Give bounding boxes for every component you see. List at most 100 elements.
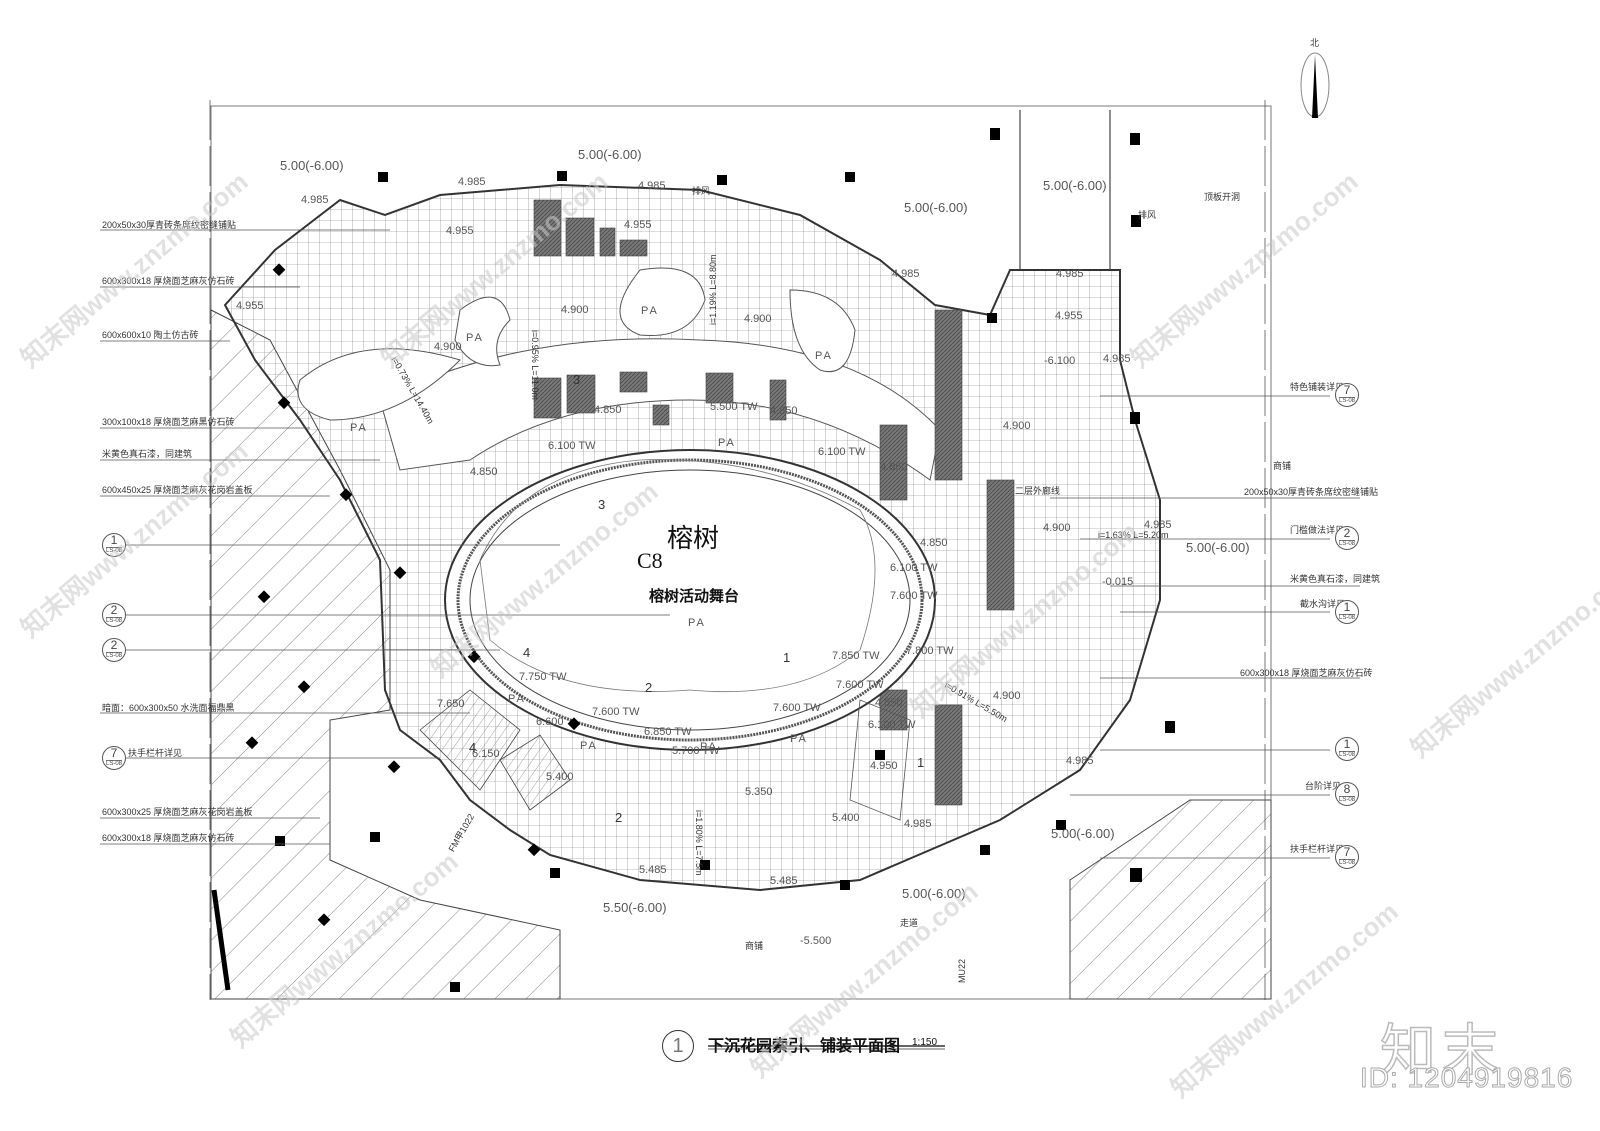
elevation-label: 7.800 TW — [906, 645, 954, 657]
elevation-label: 7.600 TW — [836, 679, 884, 691]
elevation-label: 4.850 — [920, 537, 948, 549]
pa-label: PA — [815, 350, 833, 362]
elevation-label: 4.850 — [875, 697, 903, 709]
brand-id: ID: 1204919816 — [1359, 1062, 1574, 1094]
elevation-label: 4.955 — [446, 225, 474, 237]
elevation-label: 4.900 — [1043, 522, 1071, 534]
zone-code: C8 — [637, 548, 663, 573]
room-label: 排风 — [1138, 210, 1157, 220]
section-mark[interactable]: 1 — [783, 650, 791, 665]
section-mark[interactable]: 2 — [615, 810, 623, 825]
material-callout: 200x50x30厚青砖条席纹密缝铺贴 — [1244, 487, 1379, 497]
elevation-label: 4.850 — [594, 404, 622, 416]
material-callout: 暗面：600x300x50 水洗面福鼎黑 — [102, 703, 235, 713]
elevation-label: 4.985 — [1144, 519, 1172, 531]
pa-label: PA — [718, 437, 736, 449]
material-callout: 600x300x18 厚烧面芝麻灰仿石砖 — [102, 833, 235, 843]
detail-callout: 台阶详见 — [1305, 781, 1342, 791]
elevation-label: 4.985 — [638, 180, 666, 192]
elevation-label: 7.650 — [437, 698, 465, 710]
elevation-label: 5.00(-6.00) — [280, 158, 344, 173]
elevation-label: -6.100 — [1044, 355, 1076, 367]
elevation-label: 5.700 TW — [672, 745, 720, 757]
pa-label: PA — [688, 617, 706, 629]
material-callout: 600x300x18 厚烧面芝麻灰仿石砖 — [102, 276, 235, 286]
elevation-label: 4.900 — [744, 313, 772, 325]
elevation-label: 5.400 — [832, 812, 860, 824]
pa-label: PA — [700, 741, 718, 753]
elevation-label: 5.00(-6.00) — [1043, 178, 1107, 193]
elevation-label: 5.485 — [770, 875, 798, 887]
elevation-label: 5.400 — [546, 771, 574, 783]
pa-label: PA — [790, 733, 808, 745]
elevation-label: 7.750 TW — [519, 671, 567, 683]
slope-label: i=1.80% L=7.5m — [694, 810, 704, 876]
pa-label: PA — [641, 305, 659, 317]
elevation-label: 4.850 — [470, 466, 498, 478]
room-label: MU22 — [957, 958, 968, 984]
pa-label: PA — [508, 693, 526, 705]
elevation-label: 5.50(-6.00) — [603, 900, 667, 915]
elevation-label: 5.350 — [745, 786, 773, 798]
detail-callout: 门槛做法详见 — [1290, 525, 1345, 535]
pa-label: PA — [350, 422, 368, 434]
elevation-label: 4.850 — [880, 461, 908, 473]
elevation-label: 5.500 TW — [710, 401, 758, 413]
elevation-label: 5.00(-6.00) — [902, 886, 966, 901]
section-mark[interactable]: 2 — [645, 680, 653, 695]
elevation-label: 7.600 TW — [592, 706, 640, 718]
material-callout: 300x100x18 厚烧面芝麻黑仿石砖 — [102, 417, 235, 427]
elevation-label: 6.100 TW — [890, 562, 938, 574]
section-mark[interactable]: 3 — [598, 497, 606, 512]
elevation-label: 4.955 — [236, 300, 264, 312]
drawing-scale: 1:150 — [912, 1037, 938, 1048]
section-mark[interactable]: 3 — [573, 372, 581, 387]
north-label: 北 — [1310, 38, 1320, 48]
brand-logo: 知末 — [1379, 1018, 1504, 1083]
elevation-label: 4.900 — [1003, 420, 1031, 432]
elevation-label: 7.850 TW — [832, 650, 880, 662]
room-label: 走道 — [900, 918, 919, 928]
tree-label: 榕树 — [667, 524, 720, 554]
slope-label: i=1.63% L=5.20m — [1098, 530, 1169, 540]
elevation-label: 4.850 — [770, 405, 798, 417]
title-index-circle: 1 — [662, 1030, 694, 1062]
pa-label: PA — [580, 740, 598, 752]
elevation-label: 4.950 — [870, 760, 898, 772]
section-mark[interactable]: 1 — [917, 755, 925, 770]
elevation-label: 5.00(-6.00) — [904, 200, 968, 215]
elevation-label: 6.600 — [536, 716, 564, 728]
material-callout: 200x50x30厚青砖条席纹密缝铺贴 — [102, 220, 237, 230]
room-label: 二层外廊线 — [1015, 486, 1061, 496]
material-callout: 600x600x10 陶土仿古砖 — [102, 330, 199, 340]
detail-callout: 特色铺装详见 — [1290, 382, 1345, 392]
section-mark[interactable]: 4 — [523, 645, 531, 660]
elevation-label: 6.100 TW — [868, 719, 916, 731]
room-label: 顶板开洞 — [1204, 192, 1241, 202]
elevation-label: 6.100 TW — [818, 446, 866, 458]
material-callout: 扶手栏杆详见 — [128, 748, 183, 758]
detail-callout: 扶手栏杆详见 — [1290, 844, 1345, 854]
material-callout: 600x450x25 厚烧面芝麻灰花岗岩盖板 — [102, 485, 253, 495]
elevation-label: 4.985 — [904, 818, 932, 830]
elevation-label: 4.985 — [458, 176, 486, 188]
material-callout: 米黄色真石漆，同建筑 — [1290, 574, 1381, 584]
room-label: 商铺 — [745, 941, 764, 951]
detail-callout: 截水沟详见 — [1300, 599, 1346, 609]
elevation-label: -5.500 — [800, 935, 832, 947]
section-mark[interactable]: 4 — [469, 740, 477, 755]
pa-label: PA — [466, 332, 484, 344]
elevation-label: 4.985 — [892, 268, 920, 280]
north-arrow-icon — [1300, 52, 1330, 118]
